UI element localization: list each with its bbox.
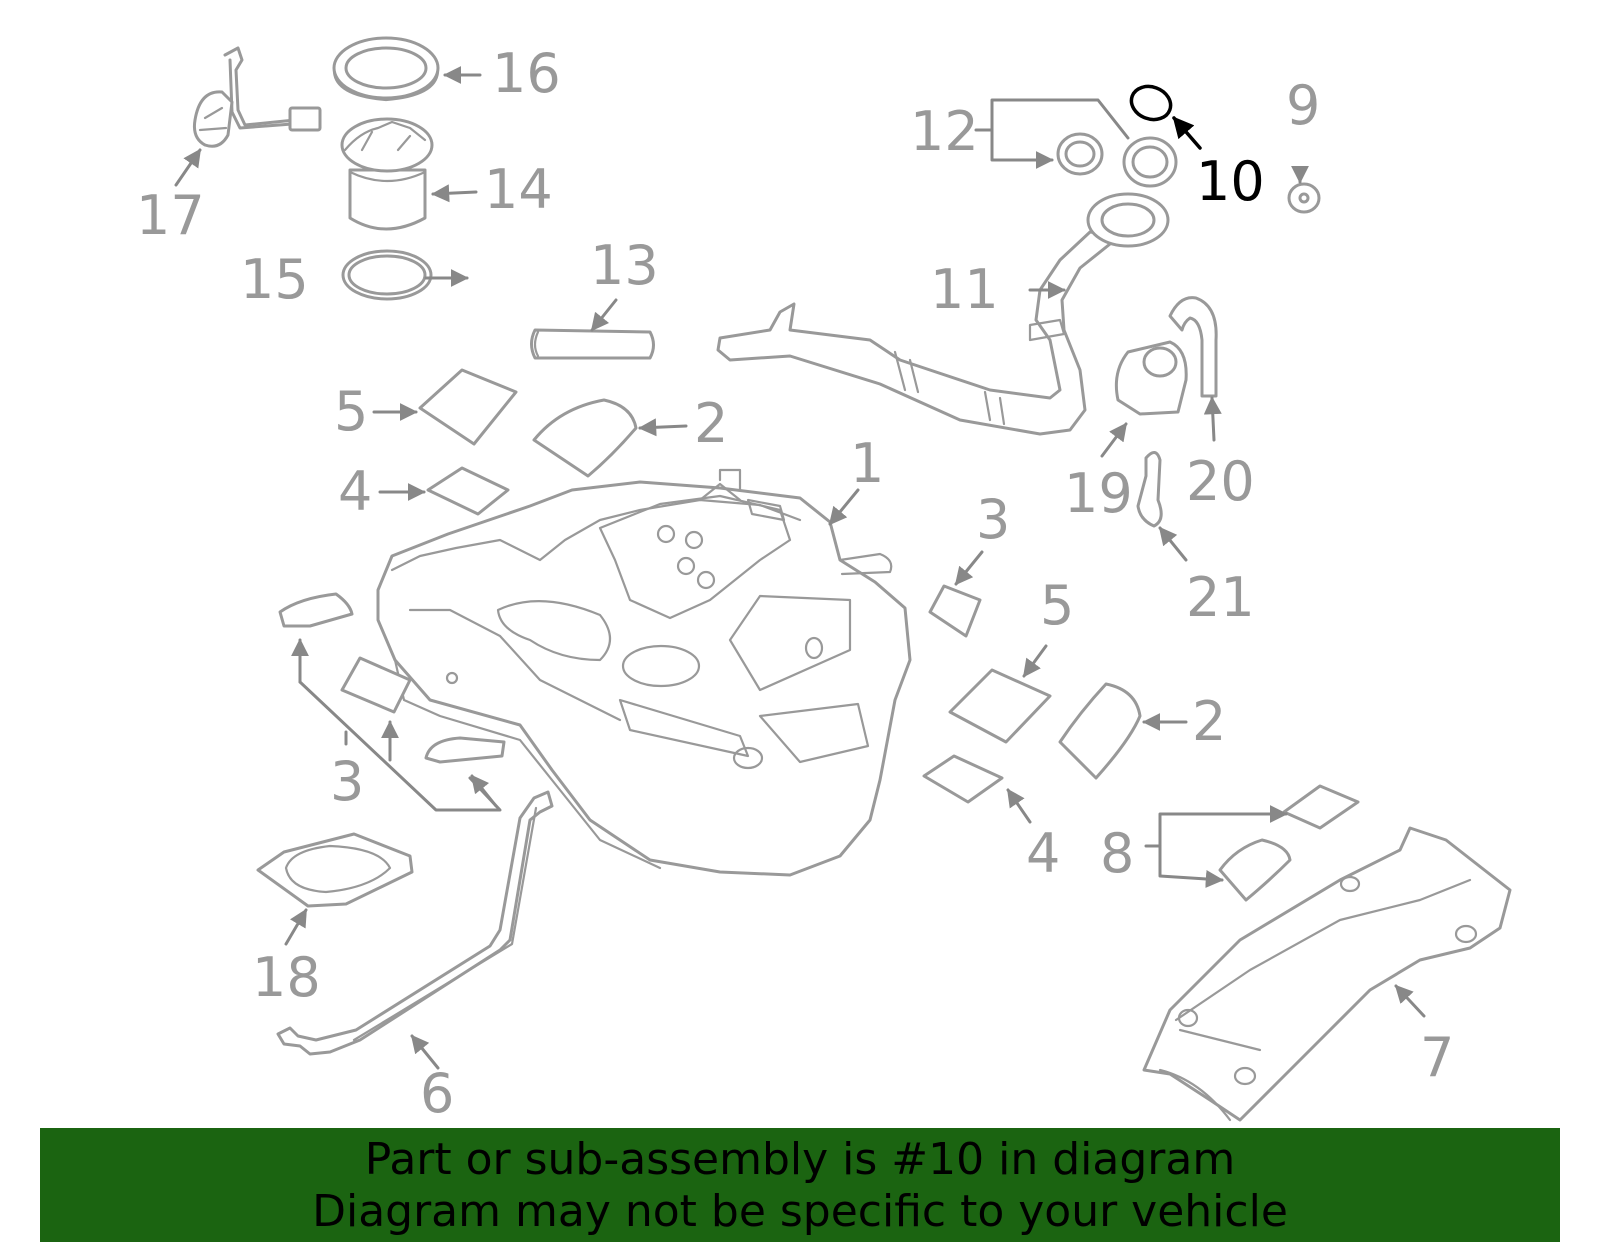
part-2-pad-right	[1058, 682, 1142, 780]
part-6-tank-strap	[276, 790, 554, 1056]
label-7: 7	[1420, 1026, 1454, 1089]
label-20: 20	[1186, 450, 1255, 513]
part-18-access-cover	[256, 832, 414, 908]
part-4-pad-right	[922, 754, 1004, 804]
label-4-right: 4	[1026, 822, 1060, 885]
part-4-pad-upper	[426, 466, 510, 516]
part-7-heat-shield	[1142, 826, 1512, 1122]
part-3-pad-left-top	[278, 592, 354, 628]
info-banner: Part or sub-assembly is #10 in diagram D…	[40, 1128, 1560, 1242]
part-5-pad-upper	[418, 368, 518, 446]
part-14-fuel-pump	[340, 117, 434, 231]
label-2-right: 2	[1192, 690, 1226, 753]
part-21-hose	[1136, 451, 1163, 528]
label-3-left: 3	[330, 750, 364, 813]
label-5-upper: 5	[334, 380, 368, 443]
label-17: 17	[136, 184, 205, 247]
part-12-seals	[1056, 132, 1178, 188]
part-11-filler-pipe	[716, 192, 1170, 436]
label-10-highlighted: 10	[1196, 150, 1265, 213]
part-1-fuel-tank	[376, 468, 912, 877]
label-8: 8	[1100, 822, 1134, 885]
info-banner-line1: Part or sub-assembly is #10 in diagram	[364, 1134, 1236, 1185]
part-17-fuel-sender	[193, 46, 322, 148]
label-15: 15	[240, 248, 309, 311]
label-9: 9	[1286, 74, 1320, 137]
label-5-right: 5	[1040, 574, 1074, 637]
part-9-washer	[1287, 182, 1321, 214]
label-1: 1	[850, 432, 884, 495]
label-11: 11	[930, 258, 999, 321]
part-3-pad-left-low	[424, 736, 506, 764]
label-4-upper: 4	[338, 460, 372, 523]
label-13: 13	[590, 234, 659, 297]
part-13-hose	[530, 328, 655, 360]
label-6: 6	[420, 1062, 454, 1125]
part-8-pads	[1218, 784, 1360, 902]
part-2-pad-upper	[532, 398, 638, 478]
label-2-upper: 2	[694, 392, 728, 455]
label-16: 16	[492, 42, 561, 105]
part-3-pad-right	[928, 584, 982, 638]
part-3-pad-left-mid	[340, 656, 412, 714]
label-14: 14	[484, 158, 553, 221]
part-10-o-ring-highlighted	[1129, 84, 1173, 122]
part-19-valve	[1114, 340, 1188, 416]
part-16-lock-ring	[332, 36, 440, 102]
label-12: 12	[910, 100, 979, 163]
leader-lines	[174, 66, 1426, 1070]
info-banner-line2: Diagram may not be specific to your vehi…	[312, 1186, 1288, 1237]
callout-labels: 17 16 14 15 13 5 2 4 1 3 5 2 4 8 7 6 18 …	[136, 42, 1454, 1125]
label-19: 19	[1064, 462, 1133, 525]
part-20-hose	[1168, 296, 1218, 398]
label-3-right: 3	[976, 488, 1010, 551]
part-5-pad-right	[948, 668, 1052, 744]
part-15-gasket	[341, 249, 433, 301]
label-18: 18	[252, 946, 321, 1009]
label-21: 21	[1186, 566, 1255, 629]
